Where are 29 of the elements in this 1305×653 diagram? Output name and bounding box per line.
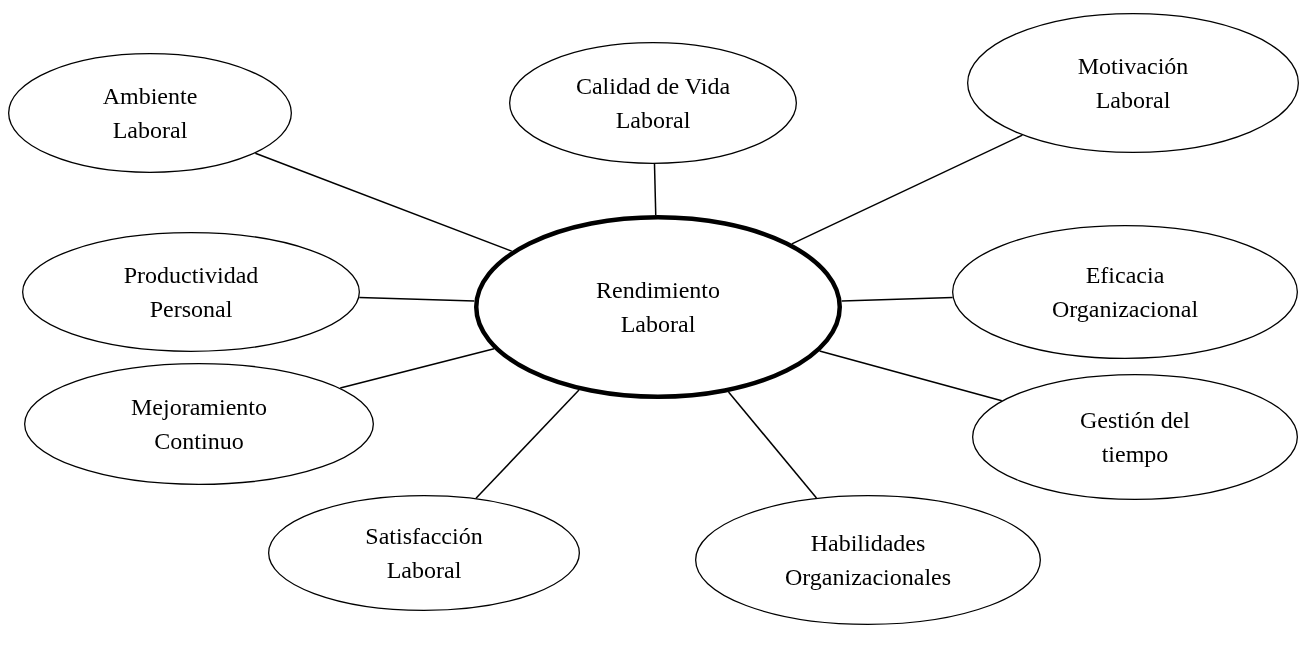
connector-line bbox=[339, 348, 495, 389]
node-label: Habilidades Organizacionales bbox=[783, 529, 953, 592]
connector-line bbox=[727, 391, 818, 499]
node-label: Productividad Personal bbox=[122, 261, 260, 324]
ellipse-node bbox=[8, 53, 292, 173]
node-label: Mejoramiento Continuo bbox=[130, 393, 268, 456]
connector-line bbox=[791, 134, 1024, 245]
connector-line bbox=[475, 389, 580, 500]
ellipse-node bbox=[967, 13, 1299, 153]
node-label: Satisfacción Laboral bbox=[364, 522, 484, 585]
node-label: Gestión del tiempo bbox=[1080, 406, 1190, 469]
ellipse-node bbox=[474, 215, 842, 399]
connector-line bbox=[653, 163, 657, 216]
node-label: Calidad de Vida Laboral bbox=[574, 72, 732, 135]
ellipse-node bbox=[972, 374, 1298, 500]
node-label: Ambiente Laboral bbox=[101, 82, 199, 145]
ellipse-node bbox=[24, 363, 374, 485]
node-label: Eficacia Organizacional bbox=[1050, 261, 1200, 324]
connector-line bbox=[840, 296, 954, 302]
ellipse-node bbox=[952, 225, 1298, 359]
connector-line bbox=[254, 152, 513, 252]
connector-line bbox=[818, 350, 1003, 402]
ellipse-node bbox=[268, 495, 580, 611]
connector-line bbox=[358, 296, 476, 302]
node-label: Rendimiento Laboral bbox=[595, 276, 721, 339]
ellipse-node bbox=[22, 232, 360, 352]
ellipse-node bbox=[695, 495, 1041, 625]
node-label: Motivación Laboral bbox=[1076, 52, 1190, 115]
ellipse-node bbox=[509, 42, 797, 164]
